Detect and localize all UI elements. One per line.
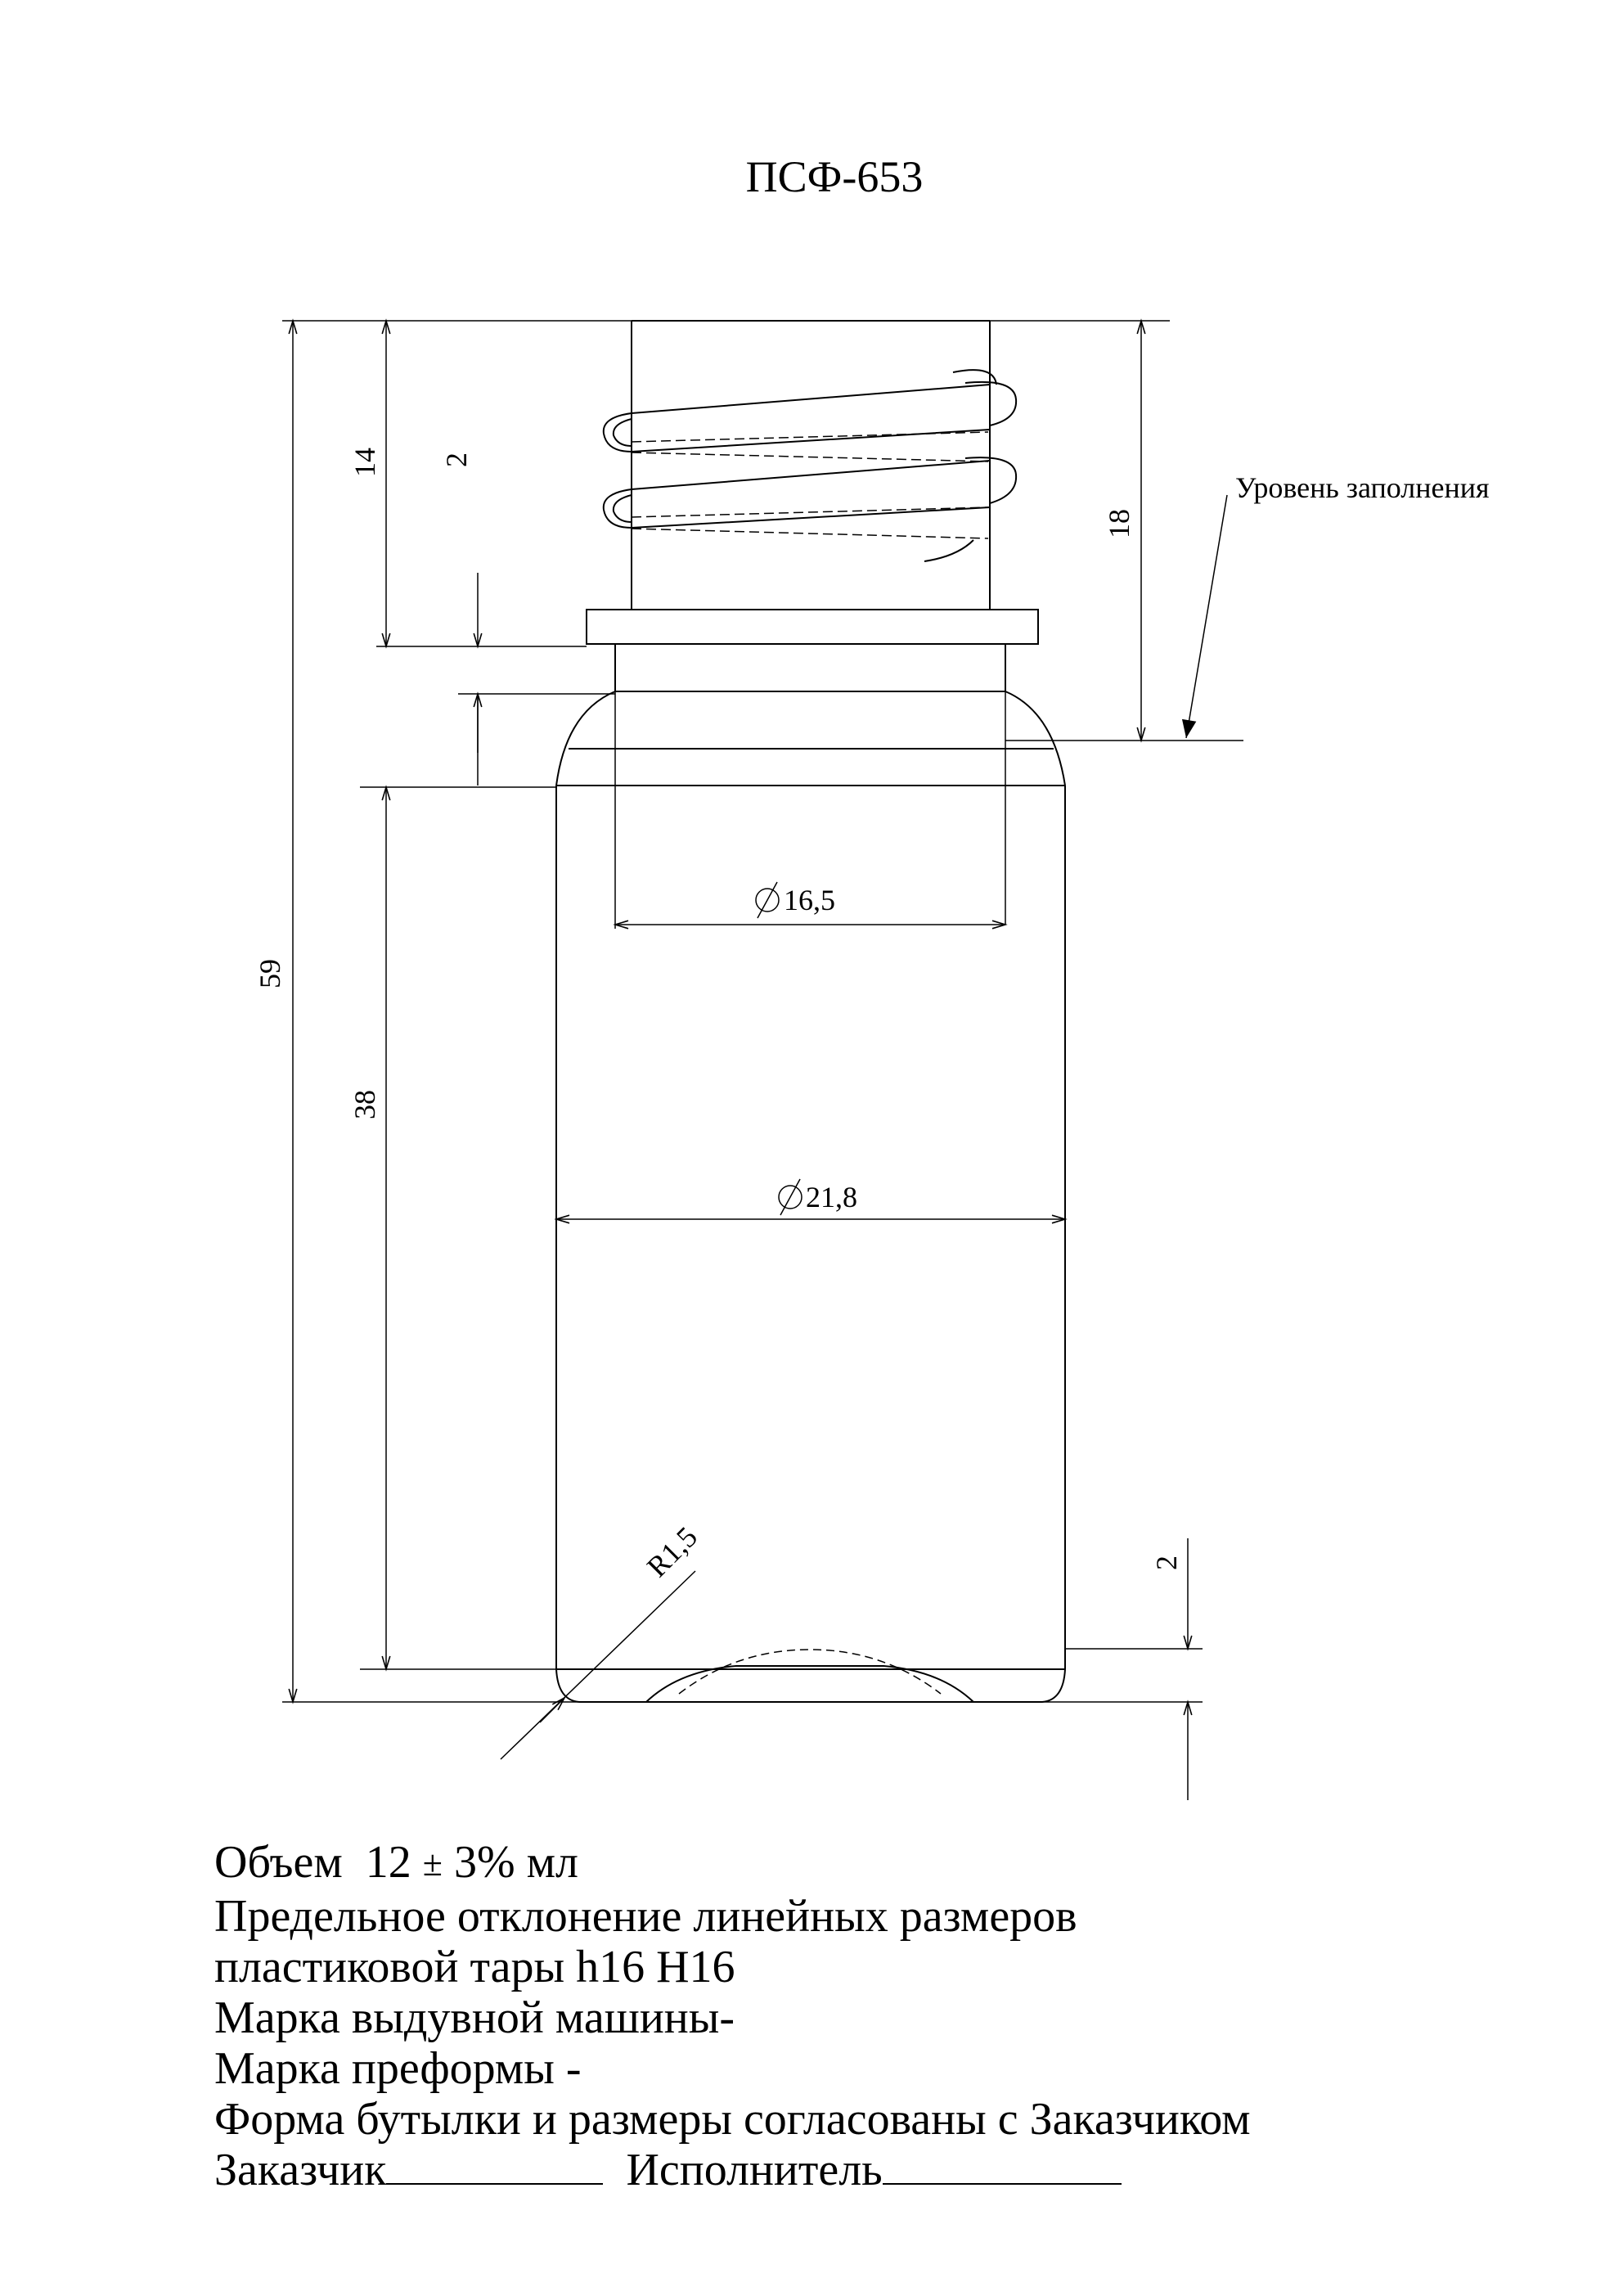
tolerance-line: Предельное отклонение линейных размеров — [214, 1891, 1077, 1942]
extension-lines — [282, 320, 1243, 1703]
radius-text: R1,5 — [641, 1520, 704, 1583]
dim-16-5-text: 16,5 — [784, 884, 835, 916]
dim-21-8-text: 21,8 — [806, 1181, 857, 1213]
fill-level-leader — [1181, 494, 1228, 739]
contractor-label: Исполнитель — [626, 2145, 883, 2195]
tolerance-class-line: пластиковой тары h16 H16 — [214, 1942, 735, 1992]
blow-machine-line: Марка выдувной машины- — [214, 1992, 735, 2043]
support-ring — [586, 609, 1039, 645]
contractor-signature-field[interactable] — [882, 2145, 1122, 2185]
plus-minus-sign: ± — [422, 1844, 443, 1884]
dim-21-8-label: 21,8 — [778, 1178, 857, 1216]
drawing-title: ПСФ-653 — [745, 152, 924, 201]
right-shoulder — [1005, 691, 1066, 786]
base-right-corner — [1041, 1668, 1066, 1703]
volume-line: Объем 12 ± 3% мл — [214, 1837, 578, 1888]
dim-18-text: 18 — [1103, 509, 1135, 538]
diameter-icon — [755, 881, 780, 919]
dimension-lines — [288, 318, 1228, 1800]
dim-14-text: 14 — [348, 448, 381, 477]
specification-notes: Объем 12 ± 3% мл Предельное отклонение л… — [214, 1837, 1251, 2195]
approval-line: Форма бутылки и размеры согласованы с За… — [214, 2094, 1251, 2145]
preform-line: Марка преформы - — [214, 2043, 582, 2094]
dim-59-text: 59 — [254, 959, 286, 988]
dim-16-5-label: 16,5 — [755, 881, 835, 919]
customer-signature-field[interactable] — [386, 2145, 604, 2185]
dim-2-bottom-text: 2 — [1150, 1555, 1183, 1570]
radius-leader — [500, 1570, 696, 1760]
thread — [602, 369, 1018, 562]
customer-label: Заказчик — [214, 2145, 387, 2195]
fill-level-label: Уровень заполнения — [1235, 471, 1490, 504]
base-left-corner — [555, 1668, 580, 1703]
left-shoulder — [555, 691, 616, 786]
dim-38-text: 38 — [348, 1090, 381, 1119]
diameter-icon — [778, 1178, 803, 1216]
signature-line: Заказчик Исполнитель — [214, 2145, 1251, 2195]
bottle-outline — [555, 320, 1066, 1703]
dim-2-top-text: 2 — [440, 452, 473, 467]
